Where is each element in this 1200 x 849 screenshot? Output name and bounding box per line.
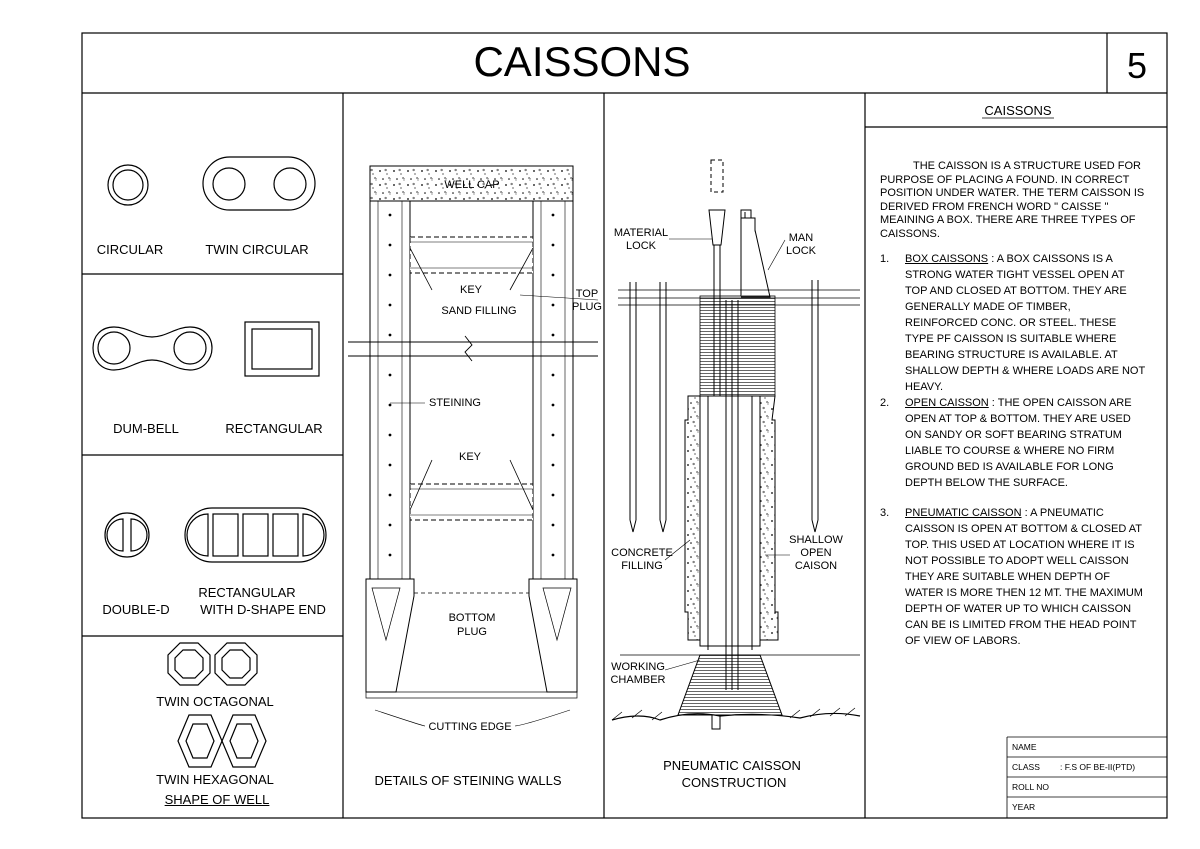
label-top: TOP	[575, 288, 599, 300]
label-steining: STEINING	[429, 397, 481, 409]
label-man: MAN	[788, 232, 814, 244]
label-filling: FILLING	[621, 560, 663, 572]
title-block-roll: ROLL NO	[1012, 782, 1050, 792]
label-bottom: BOTTOM	[448, 612, 496, 624]
caption-pneumatic-line1: PNEUMATIC CAISSON	[663, 758, 801, 773]
label-concrete: CONCRETE	[611, 547, 673, 559]
label-caison: CAISON	[794, 560, 838, 572]
label-twin-circular: TWIN CIRCULAR	[205, 242, 309, 257]
title-block-class: CLASS	[1012, 762, 1040, 772]
label-chamber: CHAMBER	[610, 674, 666, 686]
circular-shape-icon	[107, 164, 149, 206]
description-item-2: 2.OPEN CAISSON : THE OPEN CAISSON ARE OP…	[880, 397, 1132, 489]
twin-hexagonal-shape-icon	[177, 714, 267, 768]
well-cap	[369, 165, 574, 202]
label-twin-octagonal: TWIN OCTAGONAL	[156, 694, 274, 709]
label-circular: CIRCULAR	[96, 242, 164, 257]
title-block-year: YEAR	[1012, 802, 1036, 812]
page-title: CAISSONS	[473, 38, 691, 85]
label-twin-hexagonal: TWIN HEXAGONAL	[156, 772, 274, 787]
label-cutting-edge: CUTTING EDGE	[428, 721, 512, 733]
top-plug	[409, 236, 534, 274]
label-lock-right: LOCK	[786, 245, 816, 257]
description-heading: CAISSONS	[984, 103, 1052, 118]
rectangular-d-end-shape-icon	[184, 507, 327, 563]
description-intro: THE CAISSON IS A STRUCTURE USED FOR PURP…	[880, 160, 1145, 240]
label-dum-bell: DUM-BELL	[113, 421, 179, 436]
twin-circular-shape-icon	[202, 156, 316, 211]
twin-octagonal-shape-icon	[167, 642, 258, 686]
caption-pneumatic-line2: CONSTRUCTION	[681, 775, 787, 790]
label-shape-of-well: SHAPE OF WELL	[164, 792, 270, 807]
rectangular-shape-icon	[244, 321, 320, 377]
title-block-name: NAME	[1012, 742, 1037, 752]
title-block-grid	[1006, 736, 1167, 818]
description-item-1: 1.BOX CAISSONS : A BOX CAISSONS IS A STR…	[880, 253, 1146, 393]
title-block-class-value: : F.S OF BE-II(PTD)	[1060, 762, 1136, 772]
sheet-frame	[81, 32, 1168, 819]
label-lock-left: LOCK	[626, 240, 656, 252]
label-sand-filling: SAND FILLING	[441, 305, 517, 317]
steining-wall-detail	[348, 165, 599, 727]
label-plug: PLUG	[572, 301, 602, 313]
double-d-shape-icon	[104, 512, 150, 558]
sheet-number: 5	[1126, 45, 1148, 86]
label-open: OPEN	[800, 547, 832, 559]
label-well-cap: WELL CAP	[444, 179, 500, 191]
label-material: MATERIAL	[613, 227, 669, 239]
label-working: WORKING	[611, 661, 665, 673]
label-bottom-plug: PLUG	[457, 626, 487, 638]
label-key-bottom: KEY	[458, 451, 482, 463]
caption-steining-walls: DETAILS OF STEINING WALLS	[374, 773, 562, 788]
label-key-top: KEY	[459, 284, 483, 296]
label-rect-d-line2: WITH D-SHAPE END	[200, 602, 326, 617]
description-text: THE CAISSON IS A STRUCTURE USED FOR PURP…	[880, 160, 1145, 649]
label-rectangular: RECTANGULAR	[225, 421, 323, 436]
description-item-3: 3.PNEUMATIC CAISSON : A PNEUMATIC CAISSO…	[880, 507, 1143, 647]
label-double-d: DOUBLE-D	[102, 602, 170, 617]
dum-bell-shape-icon	[92, 326, 213, 371]
pneumatic-caisson-drawing	[611, 159, 861, 730]
steining-dots	[388, 213, 555, 557]
label-shallow: SHALLOW	[789, 534, 843, 546]
label-rect-d-line1: RECTANGULAR	[198, 585, 296, 600]
